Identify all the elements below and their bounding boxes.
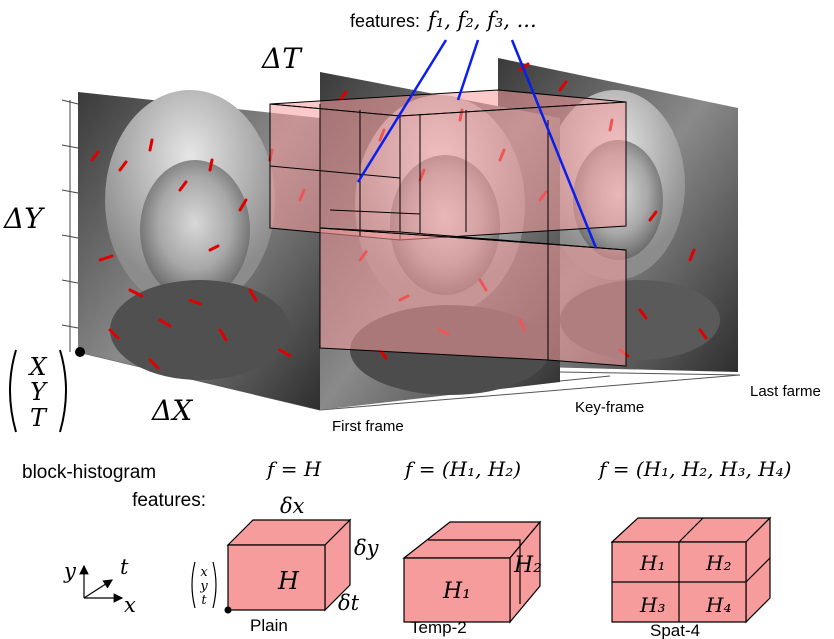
delta-x-label: ΔX <box>151 394 193 427</box>
plain-coord-x: x <box>200 565 208 580</box>
feature-links <box>356 39 598 249</box>
features-caption: features: <box>132 490 206 511</box>
plain-name: Plain <box>250 616 288 635</box>
first-frame-label: First frame <box>332 418 404 435</box>
plain-dx: δx <box>280 494 305 518</box>
plain-coord-t: t <box>201 593 207 608</box>
axis-t-label: t <box>120 555 129 579</box>
plain-dt: δt <box>338 591 360 615</box>
coord-y: Y <box>30 378 48 406</box>
plain-origin-dot <box>224 606 232 614</box>
block-grid-lines <box>269 104 549 348</box>
plain-formula: f = H <box>265 457 322 481</box>
y-axis-ticks <box>61 99 79 352</box>
plain-dy: δy <box>354 536 380 560</box>
low-block-front <box>319 227 549 361</box>
delta-y-label: ΔY <box>3 202 45 235</box>
spat4-h1: H₁ <box>639 551 665 575</box>
temp2-h2: H₂ <box>513 553 542 578</box>
axis-y-label: y <box>63 559 77 583</box>
xyt-vector: X Y T <box>9 349 67 433</box>
origin-dot <box>75 347 85 357</box>
temp2-divider <box>428 539 521 604</box>
temp2-block-front <box>403 557 511 623</box>
coord-t: T <box>30 404 48 432</box>
low-block-top <box>319 227 627 251</box>
axis-x-label: x <box>124 593 136 617</box>
long-block-side <box>399 101 627 241</box>
spat4-h2: H₂ <box>705 551 731 575</box>
temp2-name: Temp-2 <box>410 618 467 637</box>
last-frame-label: Last farme <box>750 383 821 400</box>
spat4-name: Spat-4 <box>650 621 700 639</box>
spat4-h3: H₃ <box>639 593 665 617</box>
spat4-dividers <box>612 517 771 622</box>
first-frame <box>78 90 320 410</box>
key-frame-label: Key-frame <box>575 399 644 416</box>
spat4-block <box>610 516 772 624</box>
features-label: features: <box>350 11 420 31</box>
temp2-formula: f = (H₁, H₂) <box>403 457 521 481</box>
plain-block <box>226 518 352 612</box>
coord-x: X <box>27 353 47 381</box>
block-histogram-caption: block-histogram <box>22 462 156 483</box>
plain-cell-h: H <box>277 567 300 595</box>
plain-coord-y: y <box>199 579 208 594</box>
spat4-h4: H₄ <box>705 593 731 617</box>
feature-blocks <box>269 89 627 367</box>
delta-t-label: ΔT <box>261 42 303 75</box>
plain-block-front <box>227 544 326 611</box>
spat4-formula: f = (H₁, H₂, H₃, H₄) <box>597 457 791 481</box>
low-block-side <box>547 243 627 367</box>
temp2-h1: H₁ <box>442 579 471 604</box>
plain-xyt-vector: x y t <box>191 561 217 609</box>
features-math: f₁, f₂, f₃, ... <box>426 8 537 32</box>
small-axes <box>79 564 124 603</box>
